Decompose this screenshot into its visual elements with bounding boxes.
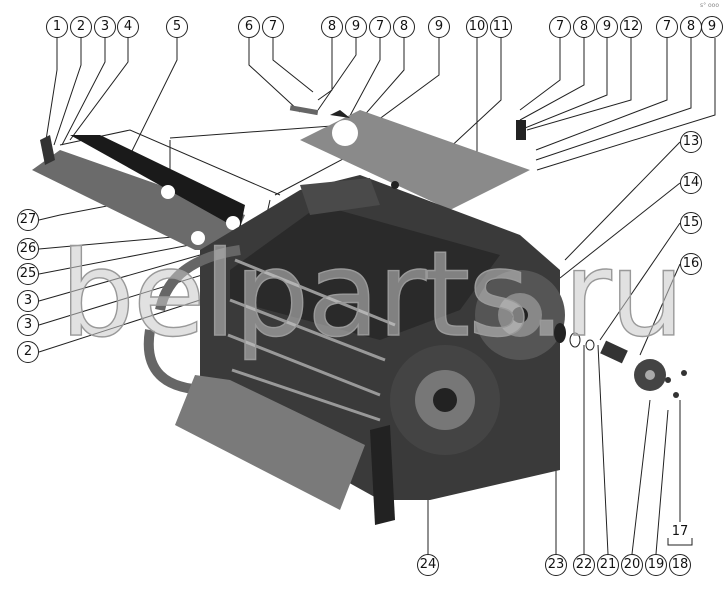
watermark: belparts.ru (59, 224, 685, 363)
front-flap (175, 375, 365, 510)
callout-bottom: 20 (621, 554, 643, 576)
callout-left: 25 (17, 263, 39, 285)
callout-top: 4 (117, 16, 139, 38)
callout-bottom: 18 (669, 554, 691, 576)
callout-top: 2 (70, 16, 92, 38)
trough (32, 150, 245, 250)
callout-left: 27 (17, 209, 39, 231)
callout-right: 16 (680, 253, 702, 275)
trough-back (70, 135, 245, 230)
callout-bracket: 17 (669, 522, 691, 544)
callout-top: 1 (46, 16, 68, 38)
callout-top: 7 (262, 16, 284, 38)
bushing (600, 340, 628, 364)
callout-right: 14 (680, 172, 702, 194)
callout-top: 8 (393, 16, 415, 38)
washer (554, 323, 566, 343)
callout-top: 9 (596, 16, 618, 38)
callout-top: 7 (369, 16, 391, 38)
callout-bottom: 23 (545, 554, 567, 576)
rotor-bars (227, 258, 396, 422)
callout-top: 8 (573, 16, 595, 38)
callout-top: 9 (345, 16, 367, 38)
callout-top: 5 (166, 16, 188, 38)
callout-left: 2 (17, 341, 39, 363)
callout-top: 9 (701, 16, 723, 38)
callout-bottom: 22 (573, 554, 595, 576)
callout-left: 26 (17, 238, 39, 260)
callout-top: 8 (680, 16, 702, 38)
callout-top: 3 (94, 16, 116, 38)
callout-left: 3 (17, 290, 39, 312)
callout-bottom: 21 (597, 554, 619, 576)
callout-top: 10 (466, 16, 488, 38)
corner-mark: s° ooo (699, 2, 719, 9)
callout-bottom: 24 (417, 554, 439, 576)
callout-bottom: 19 (645, 554, 667, 576)
callout-top: 8 (321, 16, 343, 38)
callout-top: 6 (238, 16, 260, 38)
strip (289, 105, 319, 116)
callout-right: 13 (680, 131, 702, 153)
callout-top: 11 (490, 16, 512, 38)
callout-right: 15 (680, 212, 702, 234)
callout-top: 9 (428, 16, 450, 38)
callout-left: 3 (17, 314, 39, 336)
callout-top: 7 (656, 16, 678, 38)
callout-top: 7 (549, 16, 571, 38)
callout-top: 12 (620, 16, 642, 38)
